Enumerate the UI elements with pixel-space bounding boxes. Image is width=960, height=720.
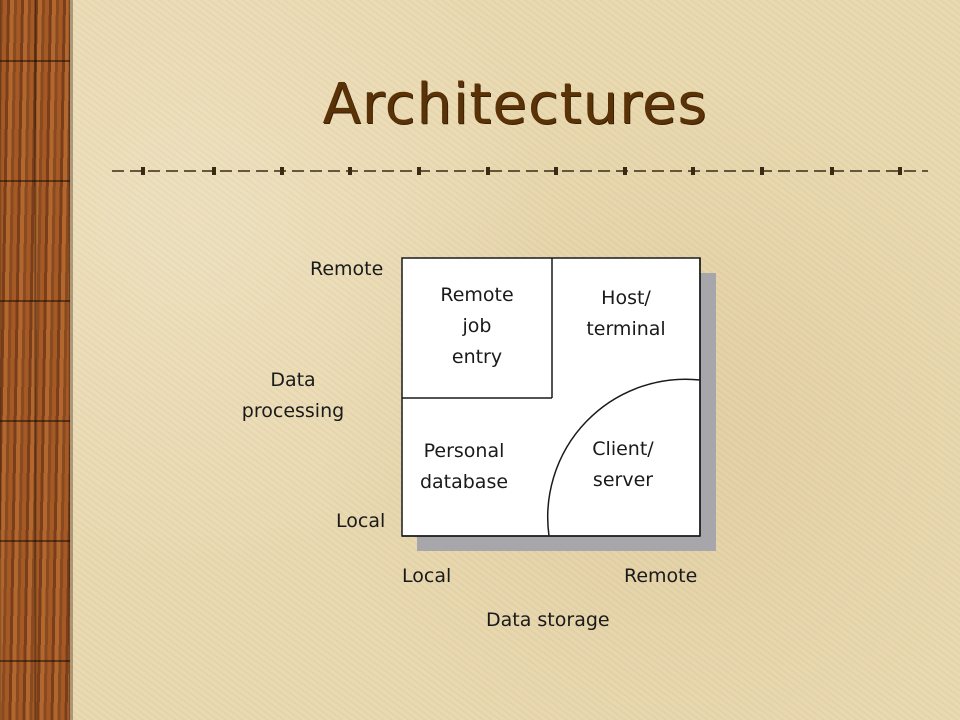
dotted-divider — [112, 167, 928, 175]
cell-remote-job-entry: Remote job entry — [440, 284, 514, 368]
client-server-arc — [546, 378, 701, 537]
y-axis-title-line1: Data — [270, 369, 316, 391]
y-axis-top-label: Remote — [310, 258, 384, 280]
y-axis-title: Data processing — [238, 365, 348, 427]
y-axis-title-line2: processing — [241, 400, 345, 422]
slide-title: Architectures — [322, 72, 708, 137]
y-axis-bottom-label: Local — [336, 510, 386, 532]
wood-border — [0, 0, 73, 720]
cell-personal-database: Personal database — [419, 440, 509, 493]
x-axis-title: Data storage — [486, 609, 610, 631]
cell-host-terminal: Host/ terminal — [586, 287, 666, 340]
x-axis-left-label: Local — [402, 565, 452, 587]
x-axis-right-label: Remote — [624, 565, 698, 587]
cell-client-server: Client/ server — [592, 438, 654, 491]
